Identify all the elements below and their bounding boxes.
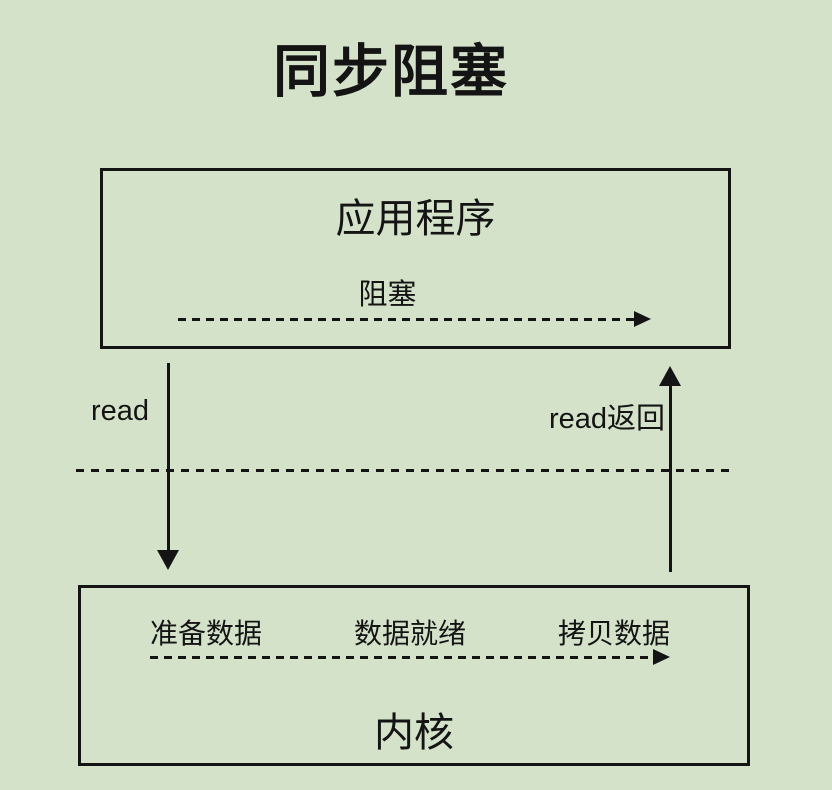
kernel-step-data-ready: 数据就绪 [353,618,466,649]
application-box: 应用程序 阻塞 [100,168,731,349]
kernel-step-prepare-data: 准备数据 [150,618,263,649]
diagram-title: 同步阻塞 [273,40,509,104]
arrowhead-right-icon [634,311,651,327]
arrow-line [166,363,170,553]
kernel-steps-row: 准备数据 数据就绪 拷贝数据 [150,612,670,652]
blocking-label: 阻塞 [358,279,417,311]
arrowhead-right-icon [653,649,670,665]
application-box-title: 应用程序 [335,197,496,241]
arrowhead-down-icon [157,550,179,570]
arrowhead-up-icon [659,366,681,386]
user-kernel-boundary-line [76,469,732,472]
dashed-line [178,317,637,321]
kernel-box: 准备数据 数据就绪 拷贝数据 内核 [78,585,750,766]
kernel-box-title: 内核 [374,711,454,755]
read-call-arrow [157,363,179,570]
kernel-progress-dashed-arrow [150,649,670,665]
arrow-line [668,385,672,572]
dashed-line [150,655,656,659]
read-return-label: read返回 [548,403,665,435]
blocking-dashed-arrow [178,311,651,327]
read-call-label: read [91,395,150,427]
kernel-step-copy-data: 拷贝数据 [557,618,670,649]
read-return-arrow [659,366,681,572]
